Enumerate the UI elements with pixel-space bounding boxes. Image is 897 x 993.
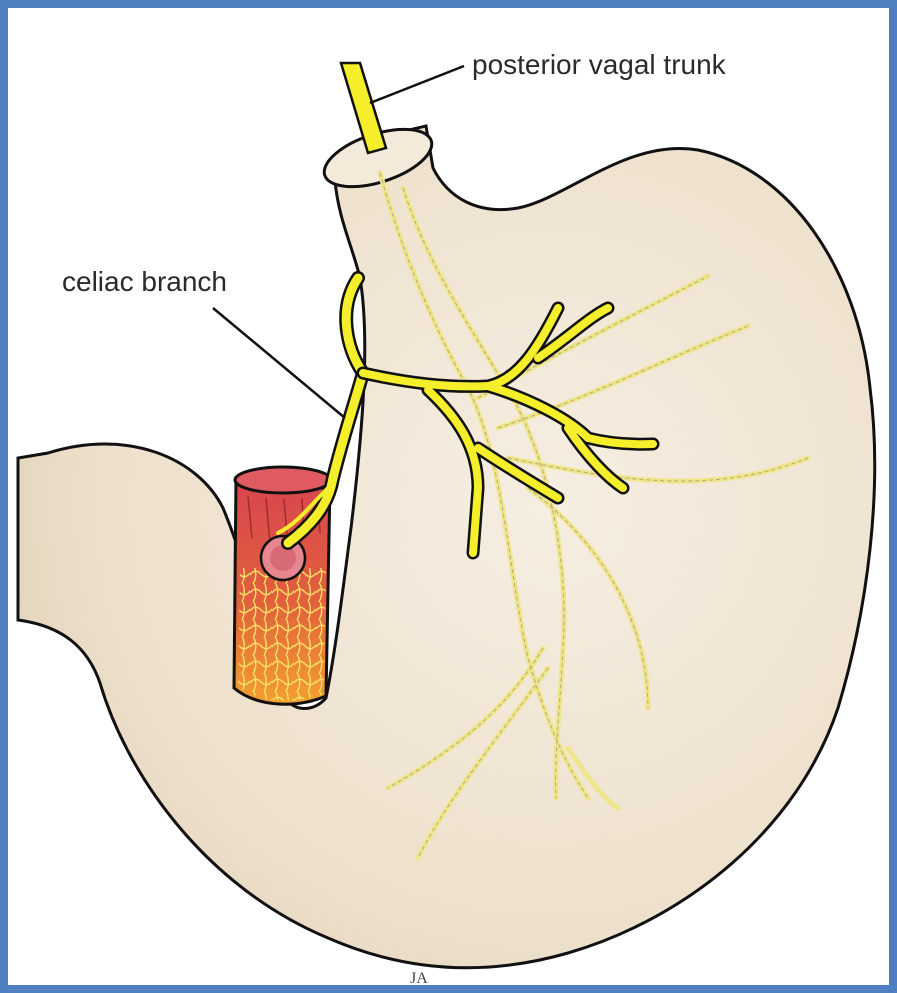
posterior-vagal-trunk-leader	[370, 66, 464, 103]
celiac-branch-label: celiac branch	[62, 266, 227, 297]
stomach-vagal-nerve-diagram: posterior vagal trunk celiac branch JA	[8, 8, 889, 985]
posterior-vagal-trunk-nerve	[341, 63, 386, 153]
posterior-vagal-trunk-label: posterior vagal trunk	[472, 49, 727, 80]
artist-mark: JA	[410, 970, 428, 985]
stomach-body	[18, 126, 875, 968]
celiac-branch-leader	[213, 308, 345, 418]
